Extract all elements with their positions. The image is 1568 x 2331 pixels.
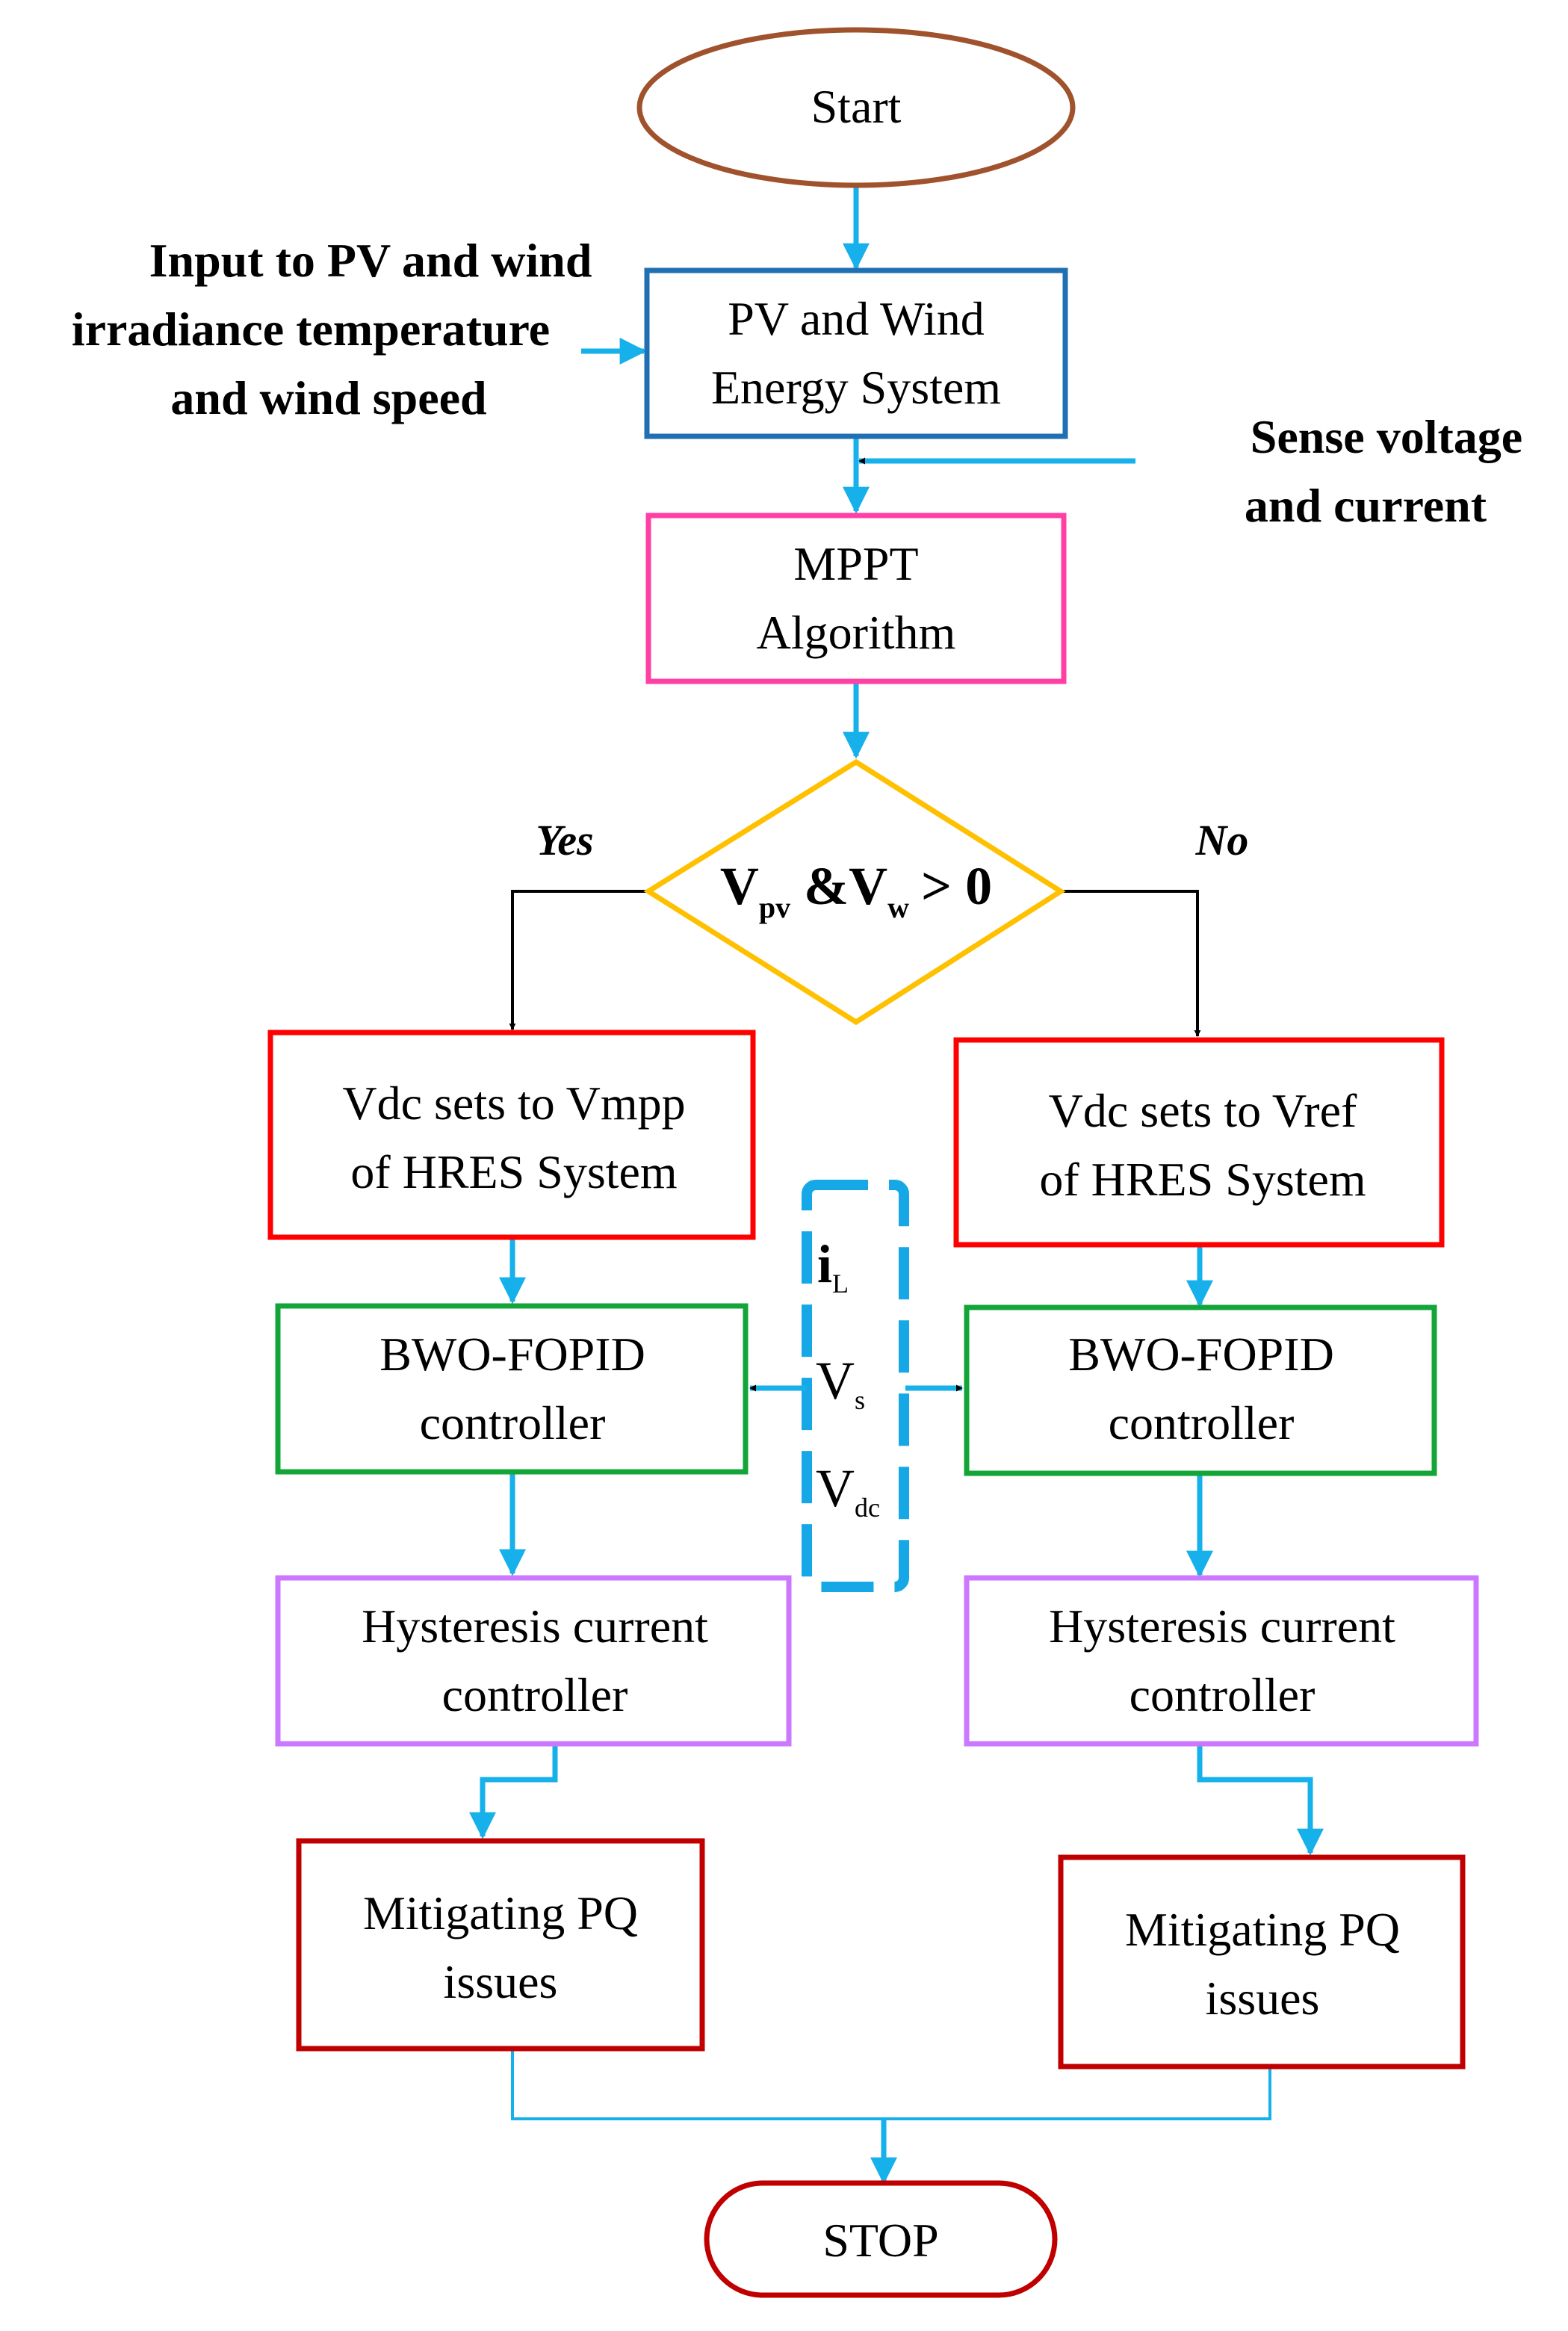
- right-hyst-box: Hysteresis current controller: [964, 1575, 1479, 1747]
- right-hyst-rect: [964, 1575, 1479, 1747]
- decision-gt: > 0: [921, 856, 992, 916]
- signal-vdc-main: V: [816, 1458, 855, 1518]
- pv-wind-line1: PV and Wind: [728, 292, 985, 345]
- left-mitig-line1: Mitigating PQ: [363, 1886, 638, 1940]
- mppt-box: MPPT Algorithm: [645, 513, 1067, 684]
- decision-pv-sub: pv: [759, 891, 790, 924]
- left-hyst-box: Hysteresis current controller: [275, 1575, 792, 1747]
- decision-shape: [643, 758, 1066, 1026]
- decision-v1: V: [720, 856, 759, 916]
- no-label: No: [1195, 816, 1249, 864]
- right-bwo-rect: [964, 1304, 1437, 1476]
- right-vdc-rect: [953, 1037, 1445, 1248]
- left-mitig-box: Mitigating PQ issues: [296, 1838, 705, 2052]
- stop-terminal: STOP: [704, 2180, 1058, 2298]
- connectors: [469, 187, 1324, 2185]
- decision-branches: [509, 890, 1201, 1037]
- line-right-mitig-to-merge: [884, 2067, 1271, 2120]
- signal-vdc: Vdc: [816, 1458, 880, 1523]
- decision-amp: &: [804, 856, 849, 916]
- signal-i: i: [817, 1234, 832, 1294]
- left-hyst-line1: Hysteresis current: [362, 1600, 708, 1653]
- signal-i-sub: L: [832, 1269, 849, 1298]
- left-hyst-line2: controller: [442, 1668, 628, 1721]
- input-note-line1: Input to PV and wind: [149, 234, 592, 287]
- decision-v2: V: [849, 856, 887, 916]
- decision-diamond: Vpv&Vw > 0: [643, 758, 1066, 1026]
- right-vdc-line2: of HRES System: [1039, 1153, 1366, 1206]
- arrow-right-hyst-to-mitig: [1197, 1742, 1324, 1856]
- left-bwo-line2: controller: [420, 1396, 606, 1449]
- left-vdc-box: Vdc sets to Vmpp of HRES System: [267, 1030, 756, 1240]
- left-mitig-line2: issues: [444, 1955, 558, 2008]
- signal-box: iL Vs Vdc: [802, 1180, 909, 1592]
- right-vdc-line1: Vdc sets to Vref: [1049, 1084, 1357, 1137]
- right-mitig-line1: Mitigating PQ: [1125, 1903, 1400, 1956]
- stop-shape: [704, 2180, 1058, 2298]
- signal-vs-sub: s: [855, 1385, 865, 1415]
- right-mitig-rect: [1058, 1854, 1466, 2070]
- pv-wind-line2: Energy System: [711, 361, 1001, 414]
- arrow-yes-branch: [509, 890, 648, 1030]
- pv-wind-rect: [644, 267, 1068, 439]
- sense-note-line2: and current: [1245, 479, 1487, 532]
- right-hyst-line2: controller: [1129, 1668, 1316, 1721]
- right-bwo-line1: BWO-FOPID: [1068, 1328, 1334, 1381]
- input-note: Input to PV and wind irradiance temperat…: [72, 234, 592, 424]
- left-mitig-rect: [296, 1838, 705, 2052]
- mppt-line1: MPPT: [793, 537, 918, 590]
- decision-condition: Vpv&Vw > 0: [720, 856, 992, 924]
- input-note-line3: and wind speed: [170, 371, 486, 424]
- left-vdc-rect: [267, 1030, 756, 1240]
- stop-label: STOP: [822, 2214, 938, 2267]
- arrow-left-hyst-to-mitig: [469, 1742, 558, 1839]
- signal-il: iL: [817, 1234, 849, 1298]
- arrow-no-branch: [1061, 890, 1201, 1037]
- left-hyst-rect: [275, 1575, 792, 1747]
- left-bwo-box: BWO-FOPID controller: [275, 1303, 749, 1475]
- mppt-rect: [645, 513, 1067, 684]
- yes-label: Yes: [536, 816, 593, 864]
- right-bwo-box: BWO-FOPID controller: [964, 1304, 1437, 1476]
- right-mitig-box: Mitigating PQ issues: [1058, 1854, 1466, 2070]
- left-vdc-line1: Vdc sets to Vmpp: [342, 1077, 685, 1130]
- input-note-line2: irradiance temperature: [72, 303, 550, 356]
- signal-vs: Vs: [816, 1351, 865, 1415]
- mppt-line2: Algorithm: [757, 606, 956, 659]
- right-bwo-line2: controller: [1109, 1396, 1295, 1449]
- decision-w-sub: w: [887, 891, 909, 924]
- right-mitig-line2: issues: [1206, 1972, 1320, 2025]
- right-hyst-line1: Hysteresis current: [1049, 1600, 1395, 1653]
- signal-vdc-sub: dc: [855, 1493, 880, 1523]
- start-terminal: Start: [636, 27, 1076, 188]
- signal-vs-main: V: [816, 1351, 855, 1411]
- left-bwo-line1: BWO-FOPID: [379, 1328, 645, 1381]
- start-label: Start: [811, 80, 902, 133]
- pv-wind-box: PV and Wind Energy System: [644, 267, 1068, 439]
- sense-note-line1: Sense voltage: [1251, 410, 1522, 463]
- left-vdc-line2: of HRES System: [350, 1145, 677, 1198]
- start-ellipse: [636, 27, 1076, 188]
- right-vdc-box: Vdc sets to Vref of HRES System: [953, 1037, 1445, 1248]
- sense-note: Sense voltage and current: [1245, 410, 1522, 532]
- left-bwo-rect: [275, 1303, 749, 1475]
- line-left-mitig-to-merge: [511, 2049, 884, 2120]
